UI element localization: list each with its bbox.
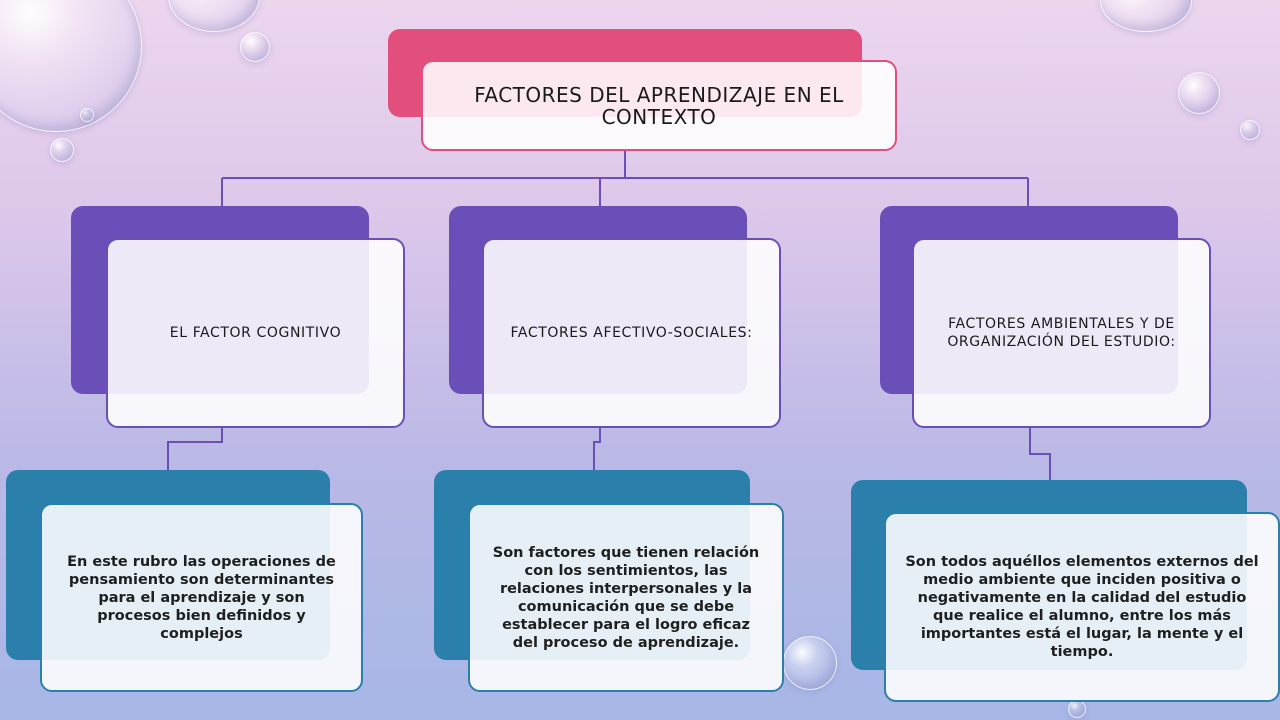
root-node: FACTORES DEL APRENDIZAJE EN EL CONTEXTO: [421, 60, 897, 151]
bubble-decoration: [240, 32, 270, 62]
connector-line: [167, 428, 223, 470]
description-node-cognitivo: En este rubro las operaciones de pensami…: [40, 503, 363, 692]
category-label: FACTORES AFECTIVO-SOCIALES:: [510, 325, 753, 341]
bubble-decoration: [1240, 120, 1260, 140]
connector-line: [1029, 428, 1051, 480]
description-text: Son factores que tienen relación con los…: [492, 544, 760, 651]
category-node-cognitivo: EL FACTOR COGNITIVO: [106, 238, 405, 428]
description-text: En este rubro las operaciones de pensami…: [67, 553, 336, 642]
description-node-ambientales: Son todos aquéllos elementos externos de…: [884, 512, 1280, 702]
bubble-decoration: [50, 138, 74, 162]
category-label: FACTORES AMBIENTALES Y DE ORGANIZACIÓN D…: [947, 316, 1176, 350]
connector-line: [593, 428, 601, 470]
category-node-ambientales: FACTORES AMBIENTALES Y DE ORGANIZACIÓN D…: [912, 238, 1211, 428]
description-text: Son todos aquéllos elementos externos de…: [905, 554, 1259, 660]
root-label: FACTORES DEL APRENDIZAJE EN EL CONTEXTO: [474, 82, 844, 129]
category-label: EL FACTOR COGNITIVO: [169, 325, 342, 341]
category-node-afectivo-sociales: FACTORES AFECTIVO-SOCIALES:: [482, 238, 781, 428]
bubble-decoration: [80, 108, 94, 122]
bubble-decoration: [1178, 72, 1220, 114]
description-node-afectivo-sociales: Son factores que tienen relación con los…: [468, 503, 784, 692]
